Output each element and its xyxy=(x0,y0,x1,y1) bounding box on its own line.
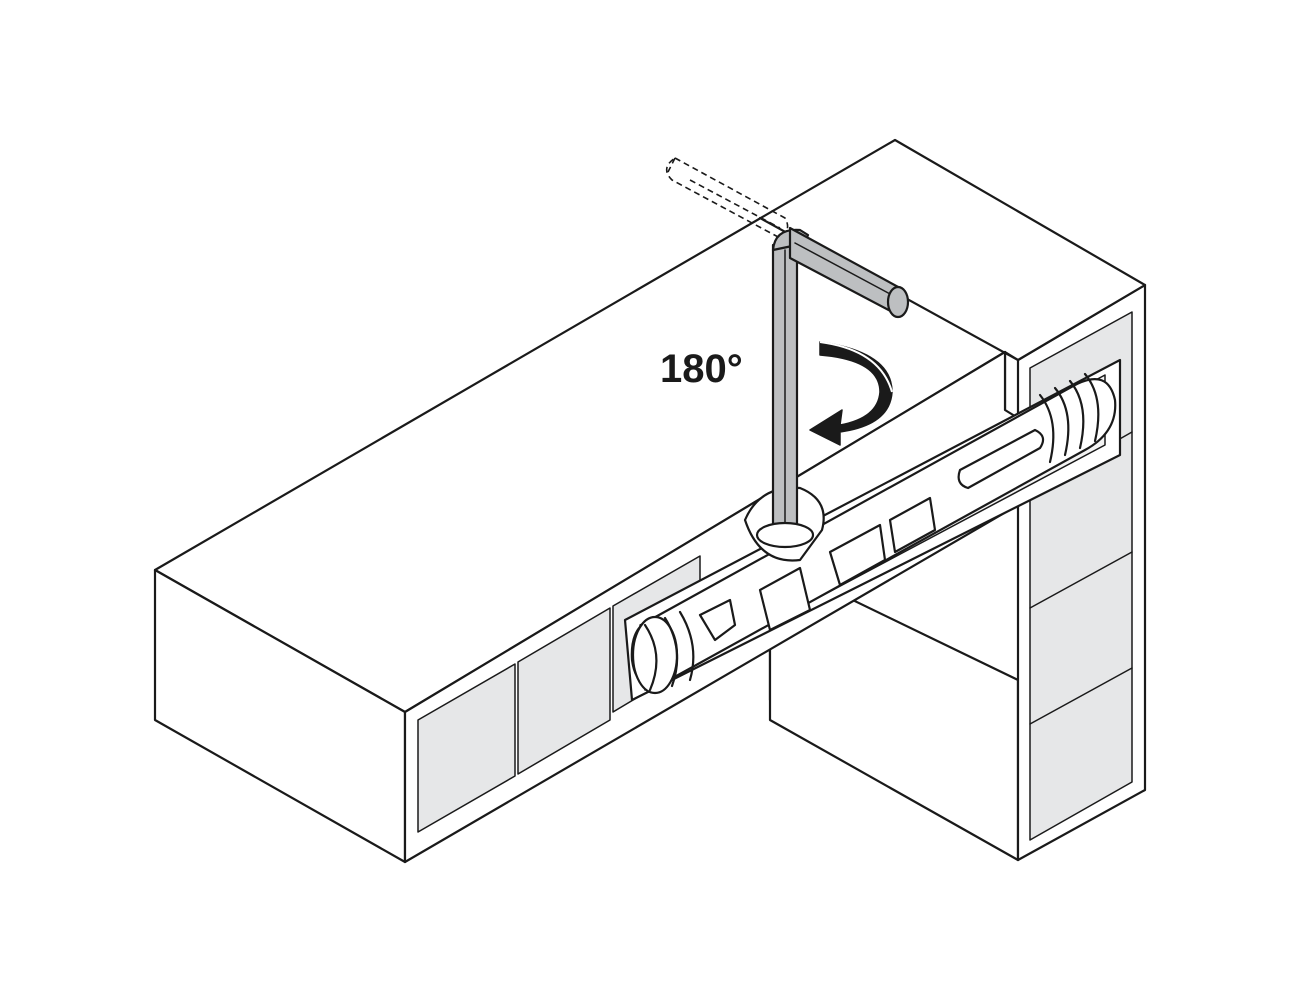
key-ghost-position xyxy=(665,157,789,239)
cam-head xyxy=(631,610,695,695)
bolt-thread xyxy=(1038,372,1100,464)
hex-key-icon xyxy=(755,226,910,549)
rotation-angle-label: 180° xyxy=(660,347,743,391)
curved-arrow-icon xyxy=(809,341,893,446)
